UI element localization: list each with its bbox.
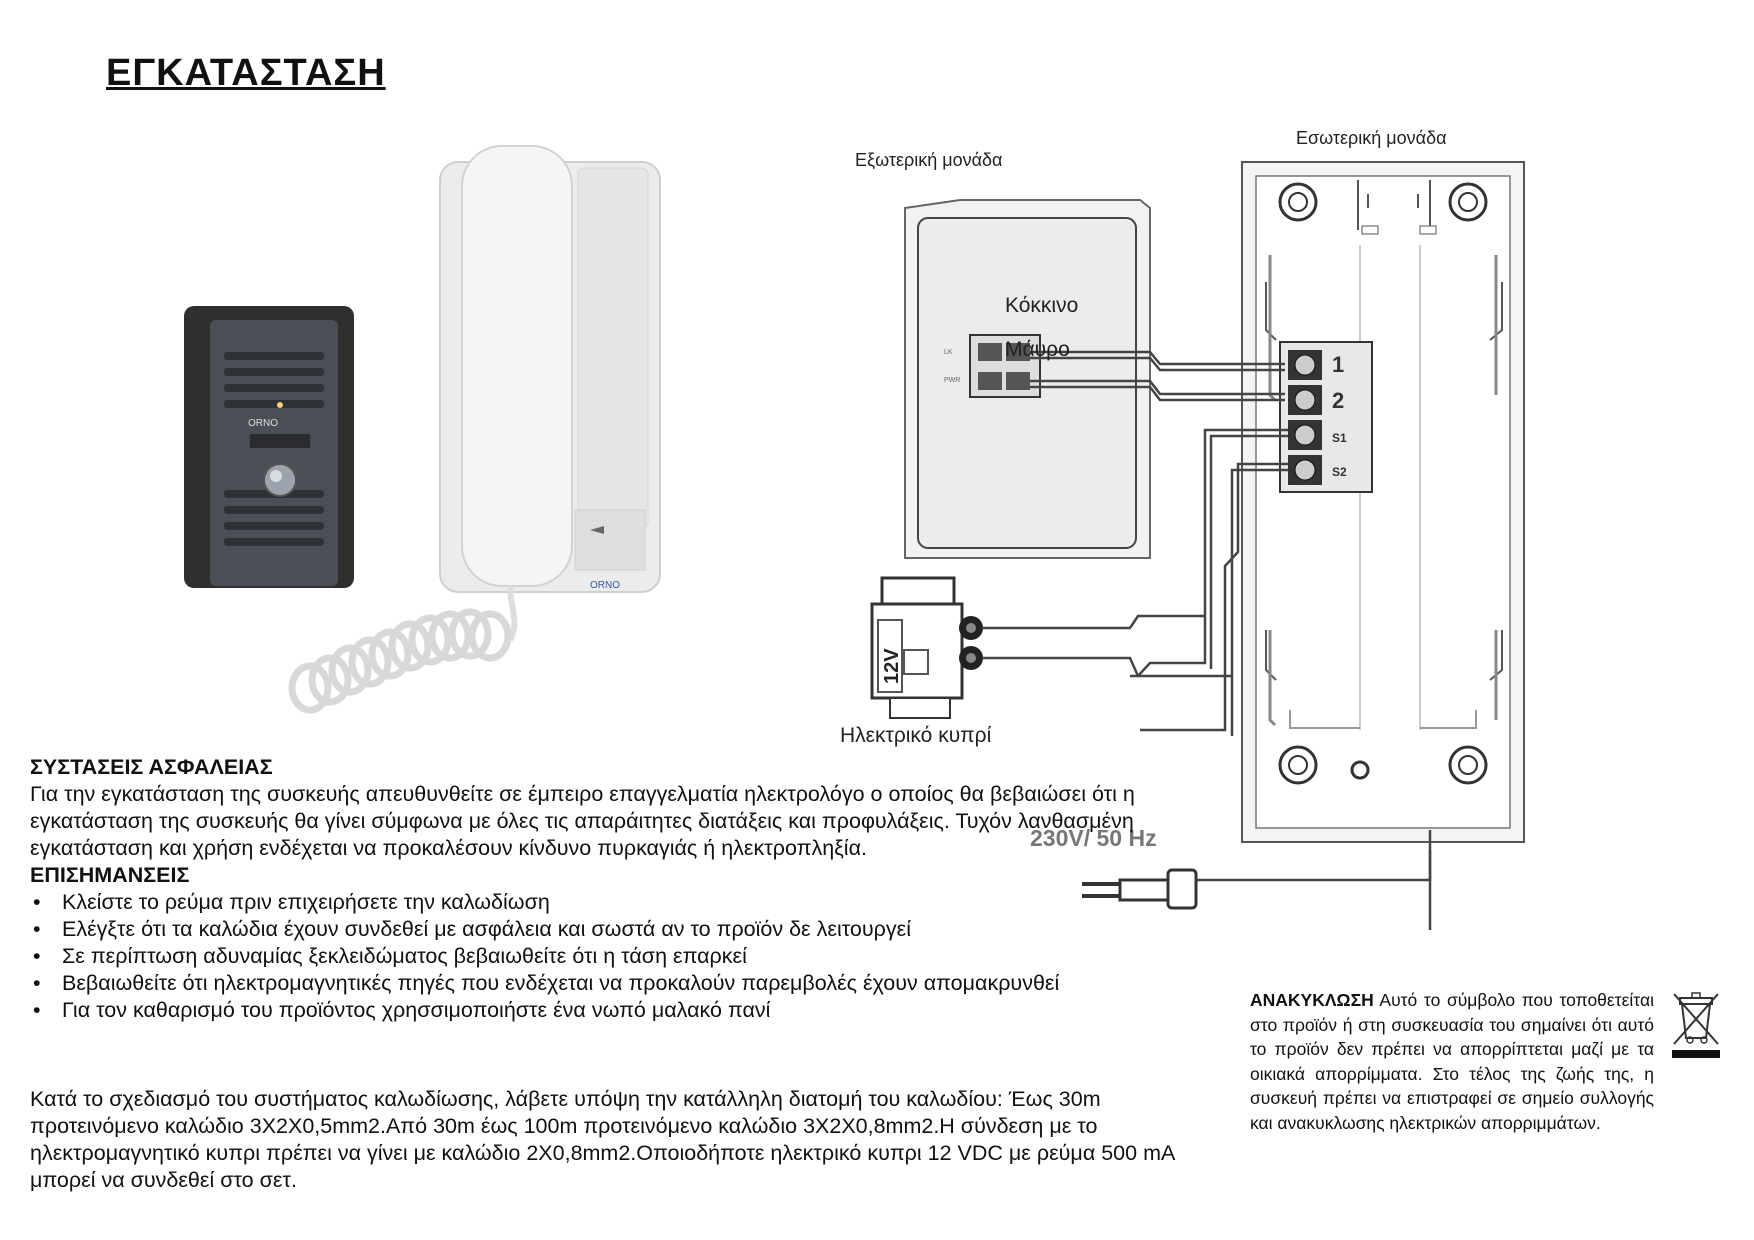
electric-lock-label: Ηλεκτρικό κυπρί bbox=[840, 724, 992, 747]
list-item: Κλείστε το ρεύμα πριν επιχειρήσετε την κ… bbox=[30, 889, 1190, 916]
list-item: Για τον καθαρισμό του προϊόντος χρησσιμο… bbox=[30, 997, 1190, 1024]
safety-heading: ΣΥΣΤΑΣΕΙΣ ΑΣΦΑΛΕΙΑΣ bbox=[30, 755, 273, 779]
notes-heading: ΕΠΙΣΗΜΑΝΣΕΙΣ bbox=[30, 863, 190, 887]
safety-text: Για την εγκατάσταση της συσκευής απευθυν… bbox=[30, 782, 1135, 860]
terminal-1-label: 1 bbox=[1332, 352, 1344, 377]
terminal-s2-label: S2 bbox=[1332, 465, 1347, 479]
weee-bin-icon bbox=[1672, 992, 1720, 1058]
black-wire-label: Μάυρο bbox=[1005, 338, 1070, 361]
cable-text: Κατά το σχεδιασμό του συστήματος καλωδίω… bbox=[30, 1087, 1175, 1192]
indoor-unit-drawing bbox=[1241, 161, 1525, 843]
outdoor-brand-logo: ORNO bbox=[248, 418, 278, 429]
lock-voltage-label: 12V bbox=[881, 648, 903, 684]
terminal-s1-label: S1 bbox=[1332, 431, 1347, 445]
page-title: ΕΓΚΑΤΑΣΤΑΣΗ bbox=[106, 52, 386, 94]
electric-lock-icon: 12V bbox=[870, 576, 983, 719]
red-wire-label: Κόκκινο bbox=[1005, 294, 1078, 317]
safety-section: ΣΥΣΤΑΣΕΙΣ ΑΣΦΑΛΕΙΑΣ Για την εγκατάσταση … bbox=[30, 754, 1190, 1024]
notes-list: Κλείστε το ρεύμα πριν επιχειρήσετε την κ… bbox=[30, 889, 1190, 1024]
list-item: Σε περίπτωση αδυναμίας ξεκλειδώματος βεβ… bbox=[30, 943, 1190, 970]
indoor-unit-label: Εσωτερική μονάδα bbox=[1296, 128, 1447, 148]
terminal-block: 1 2 S1 S2 bbox=[1279, 341, 1373, 493]
speaker-grille bbox=[224, 352, 324, 546]
outdoor-unit-label: Εξωτερική μονάδα bbox=[855, 150, 1002, 170]
wiring-diagram: Εξωτερική μονάδα Εσωτερική μονάδα LK PWR bbox=[840, 128, 1525, 930]
lock-wires bbox=[982, 614, 1232, 678]
recycling-text: Αυτό το σύμβολο που τοποθετείται στο προ… bbox=[1250, 990, 1654, 1133]
terminal-2-label: 2 bbox=[1332, 388, 1344, 413]
product-photo: ORNO ORNO bbox=[184, 145, 661, 714]
recycling-section: ΑΝΑΚΥΚΛΩΣΗ Αυτό το σύμβολο που τοποθετεί… bbox=[1250, 988, 1654, 1135]
coiled-cord bbox=[288, 608, 512, 714]
outdoor-unit-drawing: LK PWR bbox=[904, 199, 1151, 559]
svg-text:LK: LK bbox=[944, 349, 953, 356]
list-item: Ελέγξτε ότι τα καλώδια έχουν συνδεθεί με… bbox=[30, 916, 1190, 943]
handset bbox=[461, 145, 573, 587]
indoor-brand-logo: ORNO bbox=[590, 580, 620, 591]
recycling-heading: ΑΝΑΚΥΚΛΩΣΗ bbox=[1250, 990, 1374, 1010]
svg-text:PWR: PWR bbox=[944, 377, 960, 384]
power-supply-label: 230V/ 50 Hz bbox=[1030, 825, 1157, 851]
list-item: Βεβαιωθείτε ότι ηλεκτρομαγνητικές πηγές … bbox=[30, 970, 1190, 997]
